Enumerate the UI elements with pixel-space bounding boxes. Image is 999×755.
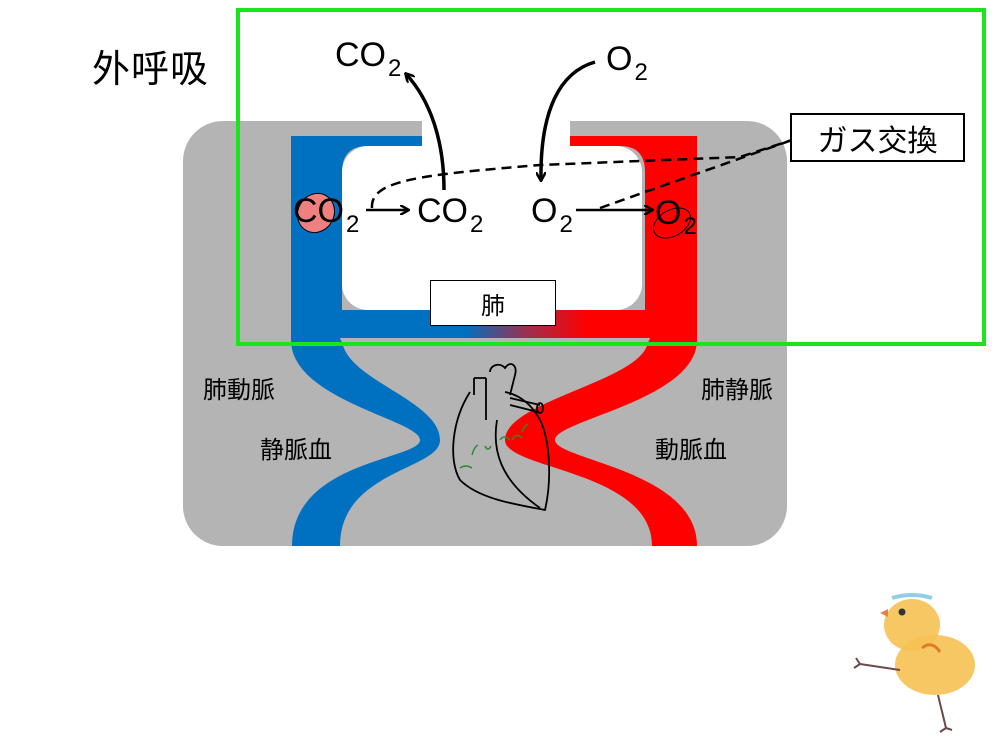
venous-blood-label: 静脈血 — [260, 436, 332, 464]
gas-exchange-dashed-line-o2 — [599, 138, 793, 210]
co2-alveolus-label: CO2 — [417, 194, 483, 237]
co2-exhaled-label: CO2 — [335, 38, 401, 81]
o2-inhaled-label: O2 — [606, 42, 648, 85]
o2-alveolus-label: O2 — [531, 194, 573, 237]
red-blood-cell-arterial — [653, 207, 691, 239]
co2-exhale-arrow — [406, 74, 446, 191]
pulmonary-vein-label: 肺静脈 — [701, 376, 773, 404]
heart-illustration — [452, 363, 551, 512]
alveolus-space — [342, 146, 642, 310]
page-title: 外呼吸 — [92, 47, 210, 91]
red-blood-cell-venous — [296, 192, 336, 234]
co2-alveolus-base: CO — [417, 192, 468, 230]
o2-blood-base: O — [655, 194, 682, 232]
o2-blood-label: O2 — [655, 196, 697, 239]
lung-label-box: 肺 — [430, 280, 556, 326]
co2-exhaled-sub: 2 — [388, 55, 402, 82]
heart-coronary-vessels — [459, 423, 529, 469]
pulmonary-vein-vessel — [505, 136, 697, 546]
o2-alveolus-base: O — [531, 192, 558, 230]
lung-label: 肺 — [481, 291, 505, 320]
gas-exchange-label-box: ガス交換 — [790, 113, 965, 162]
o2-inhaled-sub: 2 — [634, 59, 648, 86]
arterial-blood-label: 動脈血 — [655, 436, 727, 464]
gas-exchange-dashed-line-co2 — [370, 138, 793, 209]
chick-illustration — [853, 593, 975, 733]
external-respiration-frame — [236, 8, 986, 346]
gas-exchange-label: ガス交換 — [817, 123, 938, 159]
pulmonary-artery-vessel — [291, 136, 480, 546]
co2-blood-sub: 2 — [346, 211, 360, 238]
o2-alveolus-sub: 2 — [559, 211, 573, 238]
co2-blood-label: CO2 — [293, 194, 359, 237]
o2-blood-sub: 2 — [683, 213, 697, 240]
co2-blood-base: CO — [293, 192, 344, 230]
co2-exhaled-base: CO — [335, 36, 386, 74]
o2-inhale-arrow — [541, 60, 596, 180]
pulmonary-artery-label: 肺動脈 — [203, 376, 275, 404]
o2-inhaled-base: O — [606, 40, 633, 78]
co2-alveolus-sub: 2 — [470, 211, 484, 238]
